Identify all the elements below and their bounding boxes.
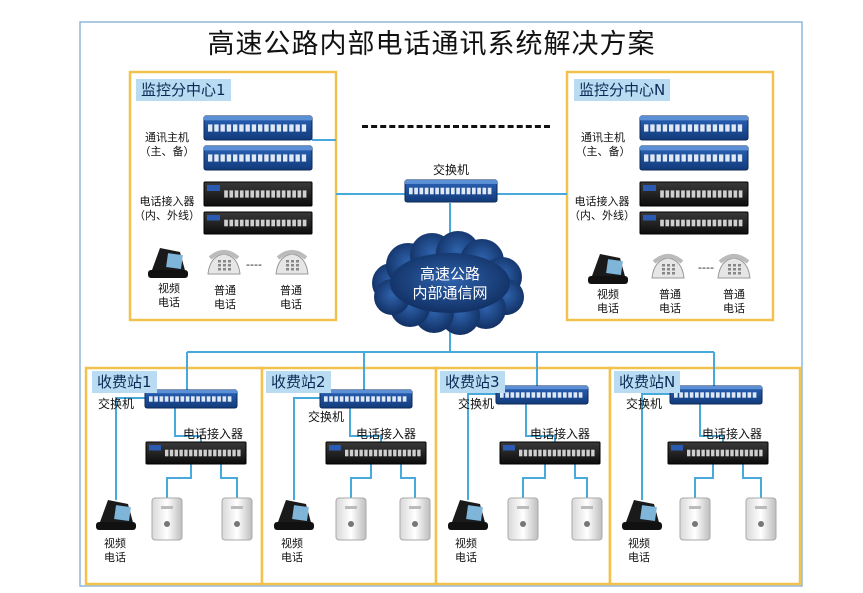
- toll-2-switch-icon: [319, 389, 413, 409]
- toll-3-access-label: 电话接入器: [530, 427, 591, 441]
- toll-3-access-icon: [499, 441, 601, 465]
- toll-station-2-tag: 收费站2: [266, 371, 331, 393]
- phone-nb-icon: [717, 254, 751, 279]
- host-switch-1b-icon: [203, 145, 313, 171]
- monitor-center-n-tag: 监控分中心N: [574, 79, 671, 101]
- toll-n-access-label: 电话接入器: [702, 427, 763, 441]
- toll-2-video-label: 视频 电话: [281, 537, 303, 564]
- toll-n-access-icon: [667, 441, 769, 465]
- phone-label-nb: 普通 电话: [723, 288, 745, 315]
- toll-n-switch-label: 交换机: [626, 397, 663, 411]
- phone-dash-n: ----: [698, 261, 714, 274]
- toll-2-intercom-a-link: [350, 464, 372, 498]
- access-label-1: 电话接入器 （内、外线）: [134, 195, 200, 222]
- toll-2-access-link: [349, 404, 382, 442]
- outer-frame: [79, 21, 803, 587]
- toll-n-intercom-b-link: [742, 464, 762, 498]
- more-centers-ellipsis: [362, 125, 550, 128]
- toll-n-access-link: [699, 400, 724, 442]
- video-phone-1-icon: [148, 248, 188, 278]
- toll-3-intercom-b-link: [574, 464, 588, 498]
- toll-2-intercom-b-icon: [399, 497, 431, 541]
- cloud-label: 高速公路 内部通信网: [412, 265, 488, 302]
- host-switch-nb-icon: [639, 145, 749, 171]
- host-switch-1a-icon: [203, 115, 313, 141]
- video-phone-n-icon: [588, 254, 628, 284]
- toll-1-intercom-b-icon: [221, 497, 253, 541]
- toll-station-1-tag: 收费站1: [92, 371, 157, 393]
- toll-n-intercom-a-icon: [679, 497, 711, 541]
- toll-1-intercom-a-link: [166, 464, 192, 498]
- toll-station-3-tag: 收费站3: [440, 371, 505, 393]
- monitor-center-1-tag: 监控分中心1: [136, 79, 231, 101]
- phone-na-icon: [651, 254, 685, 279]
- toll-2-intercom-a-icon: [335, 497, 367, 541]
- toll-3-switch-icon: [495, 385, 589, 405]
- toll-3-switch-label: 交换机: [458, 397, 495, 411]
- phone-label-1b: 普通 电话: [280, 284, 302, 311]
- host-label-1: 通讯主机 （主、备）: [139, 131, 195, 158]
- toll-n-intercom-a-link: [694, 464, 714, 498]
- toll-3-intercom-a-link: [522, 464, 546, 498]
- toll-2-switch-label: 交换机: [308, 410, 345, 424]
- phone-access-1b-icon: [203, 211, 313, 235]
- network-cloud-icon: [372, 231, 524, 335]
- toll-1-access-icon: [145, 441, 247, 465]
- center-switch-label: 交换机: [432, 163, 469, 177]
- toll-1-video-link: [115, 397, 145, 500]
- toll-n-intercom-b-icon: [745, 497, 777, 541]
- toll-2-intercom-b-link: [400, 464, 416, 498]
- phone-access-na-icon: [639, 181, 749, 207]
- toll-1-access-label: 电话接入器: [183, 427, 244, 441]
- toll-n-video-link: [641, 393, 670, 500]
- toll-1-switch-label: 交换机: [98, 397, 135, 411]
- toll-station-n-tag: 收费站N: [614, 371, 681, 393]
- toll-3-video-label: 视频 电话: [455, 537, 477, 564]
- host-switch-na-icon: [639, 115, 749, 141]
- access-label-n: 电话接入器 （内、外线）: [569, 195, 635, 222]
- phone-1b-icon: [275, 250, 309, 275]
- center-switch-icon: [404, 179, 498, 203]
- toll-1-video-label: 视频 电话: [104, 537, 126, 564]
- toll-2-video-phone-icon: [274, 500, 314, 530]
- toll-3-intercom-a-icon: [507, 497, 539, 541]
- toll-1-switch-icon: [144, 389, 238, 409]
- toll-3-video-link: [467, 393, 496, 500]
- phone-label-1a: 普通 电话: [214, 284, 236, 311]
- diagram-title: 高速公路内部电话通讯系统解决方案: [207, 29, 656, 60]
- phone-1a-icon: [207, 250, 241, 275]
- toll-3-access-link: [525, 400, 556, 442]
- toll-n-switch-icon: [669, 385, 763, 405]
- backbone-links: [186, 139, 715, 390]
- toll-2-video-link: [293, 397, 320, 500]
- toll-2-access-icon: [325, 441, 427, 465]
- toll-2-access-label: 电话接入器: [356, 427, 417, 441]
- phone-access-nb-icon: [639, 211, 749, 235]
- video-phone-label-1: 视频 电话: [158, 282, 180, 309]
- phone-access-1a-icon: [203, 181, 313, 207]
- phone-label-na: 普通 电话: [659, 288, 681, 315]
- video-phone-label-n: 视频 电话: [597, 288, 619, 315]
- toll-1-video-phone-icon: [96, 500, 136, 530]
- toll-1-access-link: [174, 404, 202, 442]
- toll-n-video-label: 视频 电话: [628, 537, 650, 564]
- toll-3-video-phone-icon: [448, 500, 488, 530]
- phone-dash-1: ----: [246, 258, 262, 271]
- toll-1-intercom-b-link: [220, 464, 238, 498]
- toll-n-video-phone-icon: [622, 500, 662, 530]
- toll-1-intercom-a-icon: [151, 497, 183, 541]
- toll-3-intercom-b-icon: [571, 497, 603, 541]
- host-label-n: 通讯主机 （主、备）: [575, 131, 631, 158]
